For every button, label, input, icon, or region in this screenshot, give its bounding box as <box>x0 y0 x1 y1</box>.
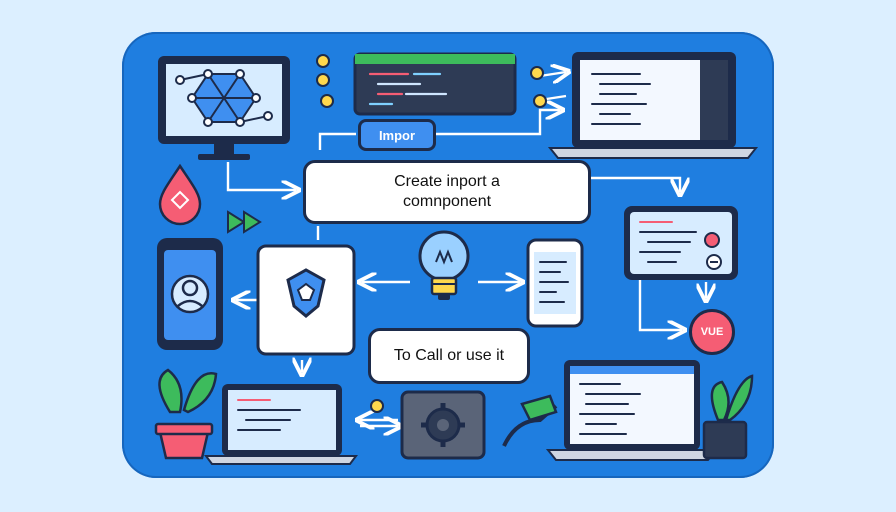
import-pill-label: Impor <box>378 127 416 143</box>
plant-icon <box>154 368 218 460</box>
call-label: To Call or use it <box>393 347 505 364</box>
laptop-code-icon <box>547 52 759 159</box>
import-pill: Impor <box>358 119 436 151</box>
lightbulb-icon <box>418 230 470 300</box>
component-logo-icon <box>256 244 356 356</box>
vue-badge: VUE <box>689 309 735 355</box>
tablet-code-icon <box>526 238 584 328</box>
network-graph-icon <box>158 56 290 160</box>
plant-icon <box>702 374 754 460</box>
create-label-line1: Create inport a <box>394 173 500 190</box>
call-use-box: To Call or use it <box>368 328 530 384</box>
play-arrows-icon <box>227 210 262 234</box>
gear-icon <box>400 390 486 460</box>
laptop-icon <box>545 360 719 461</box>
vue-badge-label: VUE <box>700 326 724 338</box>
drop-icon <box>158 163 202 226</box>
coin-icons <box>316 54 547 413</box>
create-label-line2: comnponent <box>402 193 492 210</box>
panel-code-icon <box>624 206 738 280</box>
connector-lines <box>226 72 706 426</box>
plug-icon <box>502 394 558 447</box>
code-editor-icon <box>353 52 517 116</box>
phone-avatar-icon <box>157 238 223 350</box>
laptop-icon <box>204 384 358 465</box>
create-component-box: Create inport a comnponent <box>303 160 591 224</box>
